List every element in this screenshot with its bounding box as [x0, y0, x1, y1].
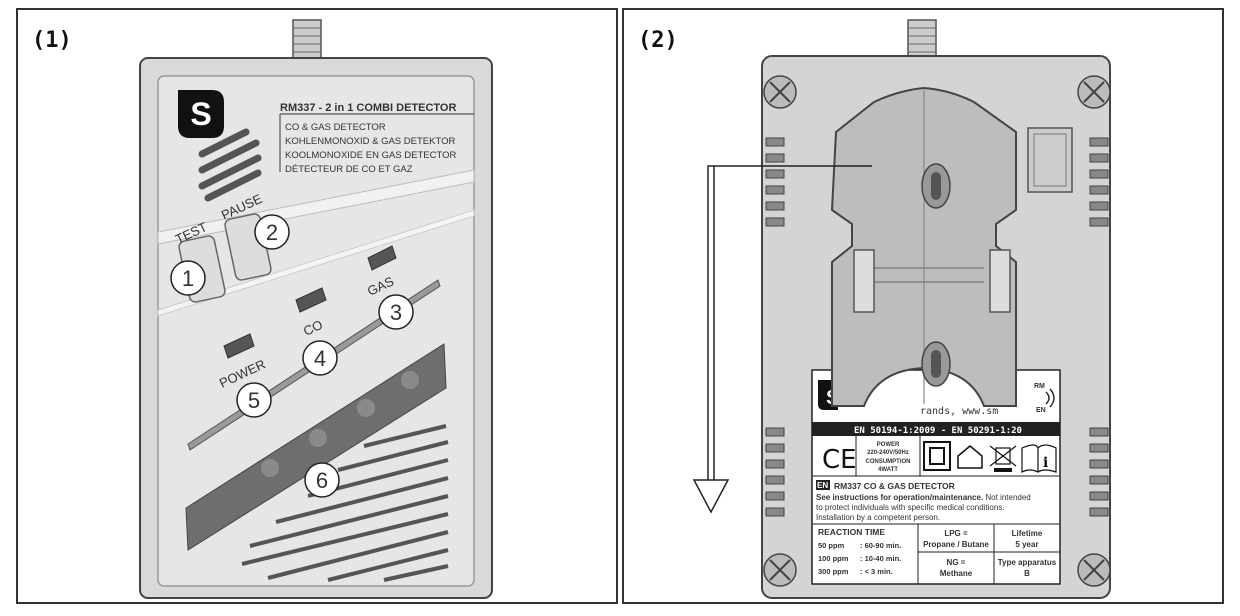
- reaction-title: REACTION TIME: [818, 527, 885, 537]
- device-title: RM337 - 2 in 1 COMBI DETECTOR: [280, 102, 456, 114]
- keyhole-slot: [921, 341, 951, 387]
- keyhole-slot: [921, 163, 951, 209]
- alarm-text: RM: [1034, 383, 1045, 390]
- screw-icon: [1077, 553, 1111, 587]
- callout-4: 4: [302, 340, 338, 376]
- url-text: rands, www.sm: [920, 406, 998, 417]
- power-line-2: 220-240V/50Hz: [867, 450, 909, 456]
- svg-text:i: i: [1043, 455, 1048, 471]
- power-led: [223, 333, 255, 359]
- product-name: RM337 CO & GAS DETECTOR: [834, 481, 955, 491]
- lpg-title: LPG =: [944, 529, 968, 538]
- reaction-time-3: : < 3 min.: [860, 567, 893, 576]
- instructions-line-1: See instructions for operation/maintenan…: [816, 493, 1031, 502]
- front-view-drawing: S RM337 - 2 in 1 COMBI DETECTOR CO & GAS…: [139, 19, 493, 599]
- weee-bin-icon: [989, 445, 1017, 472]
- gas-led: [367, 245, 397, 271]
- panel-back-view: (2): [622, 8, 1224, 604]
- callout-5: 5: [236, 382, 272, 418]
- bracket-latch: [989, 249, 1011, 313]
- svg-text:4: 4: [314, 346, 326, 371]
- logo-s-icon: [178, 90, 224, 138]
- svg-text:2: 2: [266, 220, 278, 245]
- reaction-ppm-2: 100 ppm: [818, 554, 849, 563]
- rating-label: S rands, www.sm RM EN EN 50194-1:2009 - …: [811, 369, 1061, 585]
- sound-wave-icon: [1045, 388, 1055, 408]
- svg-text:6: 6: [316, 468, 328, 493]
- svg-text:5: 5: [248, 388, 260, 413]
- screw-icon: [1077, 75, 1111, 109]
- standard-text: EN 50194-1:2009 - EN 50291-1:20: [854, 426, 1022, 436]
- display-window: [185, 343, 447, 551]
- manual-info-icon: i: [1021, 444, 1057, 473]
- power-line-1: POWER: [877, 442, 900, 448]
- ng-title: NG =: [947, 558, 966, 567]
- screw-icon: [763, 553, 797, 587]
- clip-tab: [1027, 127, 1073, 193]
- desc-line-2: KOHLENMONOXID & GAS DETEKTOR: [285, 136, 455, 147]
- co-led: [295, 287, 327, 313]
- ce-mark-icon: CE: [822, 445, 857, 475]
- vent-slots: [241, 424, 449, 582]
- lifetime-title: Lifetime: [1012, 529, 1043, 538]
- reaction-time-1: : 60-90 min.: [860, 541, 901, 550]
- callout-2: 2: [254, 214, 290, 250]
- desc-line-4: DÉTECTEUR DE CO ET GAZ: [285, 164, 413, 175]
- type-title: Type apparatus: [998, 558, 1057, 567]
- back-view-drawing: S rands, www.sm RM EN EN 50194-1:2009 - …: [692, 19, 1111, 599]
- bracket-latch: [853, 249, 875, 313]
- logo-letter: S: [190, 96, 211, 132]
- power-line-4: 4WATT: [878, 467, 898, 473]
- co-label: CO: [301, 317, 325, 339]
- desc-line-1: CO & GAS DETECTOR: [285, 122, 386, 133]
- left-vents: [765, 137, 785, 517]
- type-value: B: [1024, 569, 1030, 578]
- callout-1: 1: [170, 260, 206, 296]
- callout-3: 3: [378, 294, 414, 330]
- double-insulation-icon: [923, 441, 951, 471]
- power-line-3: CONSUMPTION: [866, 459, 911, 465]
- svg-text:3: 3: [390, 300, 402, 325]
- lifetime-value: 5 year: [1015, 540, 1038, 549]
- panel-front-view: (1) S RM337 - 2 in 1 COMBI DETECTOR CO &…: [16, 8, 618, 604]
- desc-line-3: KOOLMONOXIDE EN GAS DETECTOR: [285, 150, 457, 161]
- instructions-line-2: to protect individuals with specific med…: [816, 503, 1005, 512]
- right-vents: [1089, 137, 1109, 517]
- reaction-ppm-1: 50 ppm: [818, 541, 845, 550]
- ng-value: Methane: [940, 569, 973, 578]
- indoor-use-icon: [957, 445, 983, 469]
- alarm-text-2: EN: [1036, 407, 1046, 414]
- panel-label: (2): [638, 28, 678, 53]
- removal-arrow-icon: [692, 165, 872, 514]
- speaker-grille: [198, 128, 262, 202]
- lang-badge: EN: [817, 481, 828, 490]
- screw-icon: [763, 75, 797, 109]
- svg-text:1: 1: [182, 266, 194, 291]
- instructions-line-3: Installation by a competent person.: [816, 513, 940, 522]
- detector-face: [157, 75, 475, 587]
- reaction-ppm-3: 300 ppm: [818, 567, 849, 576]
- lpg-value: Propane / Butane: [923, 540, 989, 549]
- reaction-time-2: : 10-40 min.: [860, 554, 901, 563]
- callout-6: 6: [304, 462, 340, 498]
- panel-label: (1): [32, 28, 72, 53]
